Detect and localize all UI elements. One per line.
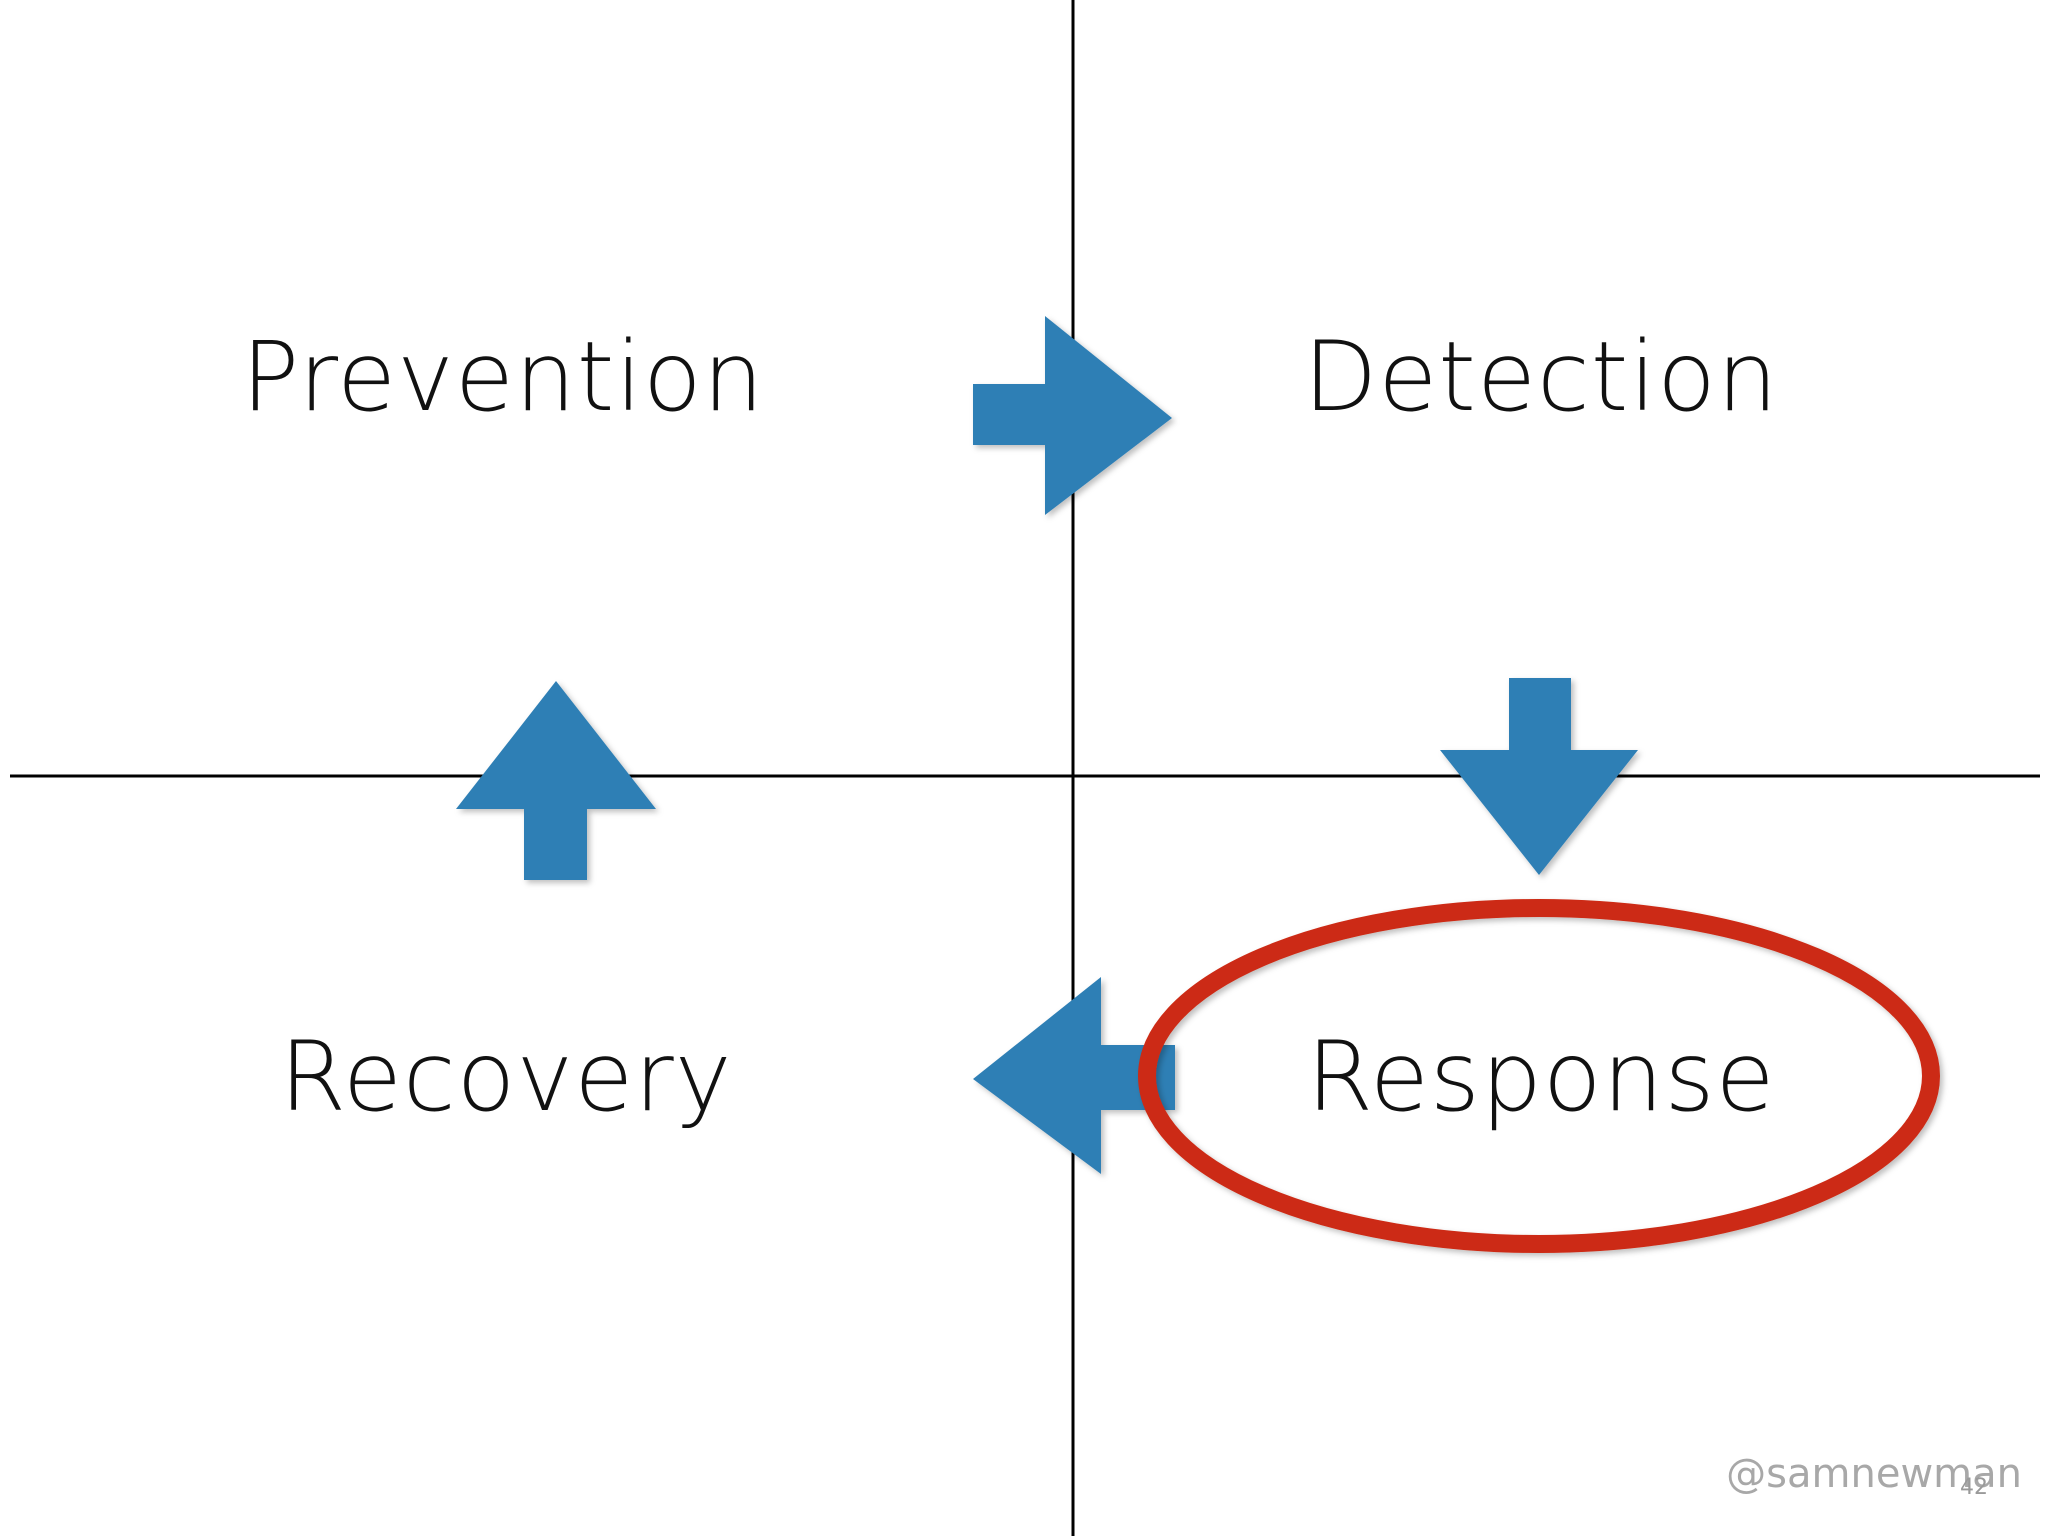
slide-number: 42 <box>1960 1475 1988 1500</box>
arrow-down-icon <box>1440 678 1638 875</box>
arrow-left-icon <box>973 977 1175 1174</box>
arrow-up-icon <box>456 681 656 880</box>
twitter-handle: @samnewman <box>1726 1451 2022 1497</box>
label-prevention: Prevention <box>241 321 764 433</box>
label-detection: Detection <box>1303 321 1778 433</box>
arrow-right-icon <box>973 316 1172 515</box>
response-highlight-ellipse <box>1138 899 1940 1253</box>
label-recovery: Recovery <box>279 1021 732 1133</box>
label-response: Response <box>1306 1021 1775 1133</box>
